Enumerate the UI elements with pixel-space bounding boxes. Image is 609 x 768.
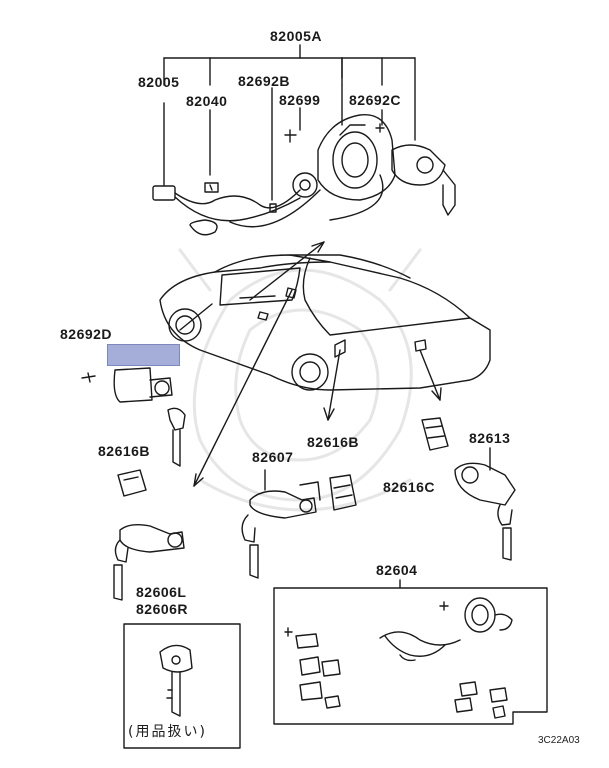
lock-82613 bbox=[454, 447, 516, 561]
tailgate-lock-82607 bbox=[241, 469, 321, 579]
part-label-82606R[interactable]: 82606R bbox=[136, 601, 189, 617]
part-label-82604[interactable]: 82604 bbox=[376, 562, 418, 578]
part-label-82692C[interactable]: 82692C bbox=[349, 92, 402, 108]
diagram-code: 3C22A03 bbox=[538, 735, 580, 746]
lock-cylinder-82606 bbox=[113, 523, 185, 601]
part-label-82005[interactable]: 82005 bbox=[138, 74, 180, 90]
car-silhouette bbox=[159, 254, 491, 391]
clip-82616B-mid bbox=[329, 474, 357, 511]
part-label-82005A[interactable]: 82005A bbox=[270, 28, 323, 44]
part-label-82616B-left[interactable]: 82616B bbox=[98, 443, 151, 459]
part-label-82699[interactable]: 82699 bbox=[279, 92, 321, 108]
pointer-arrows bbox=[179, 241, 442, 487]
key-box bbox=[123, 623, 241, 749]
part-label-82613[interactable]: 82613 bbox=[469, 430, 511, 446]
part-label-82616C[interactable]: 82616C bbox=[383, 479, 436, 495]
clip-82616B-left bbox=[117, 469, 147, 497]
leader-lines bbox=[163, 44, 416, 201]
left-lock-assembly bbox=[81, 367, 186, 467]
ignition-harness bbox=[152, 114, 456, 236]
highlight-box bbox=[107, 344, 180, 366]
part-label-82692D[interactable]: 82692D bbox=[60, 326, 113, 342]
part-label-82692B[interactable]: 82692B bbox=[238, 73, 291, 89]
watermark-emblem bbox=[178, 248, 422, 512]
key-note-label: (用品扱い) bbox=[128, 724, 207, 740]
part-label-82040[interactable]: 82040 bbox=[186, 93, 228, 109]
part-label-82606L[interactable]: 82606L bbox=[136, 584, 187, 600]
part-label-82607[interactable]: 82607 bbox=[252, 449, 294, 465]
clip-82616C bbox=[421, 417, 449, 451]
part-label-82616B-mid[interactable]: 82616B bbox=[307, 434, 360, 450]
kit-box-82604 bbox=[273, 579, 548, 725]
